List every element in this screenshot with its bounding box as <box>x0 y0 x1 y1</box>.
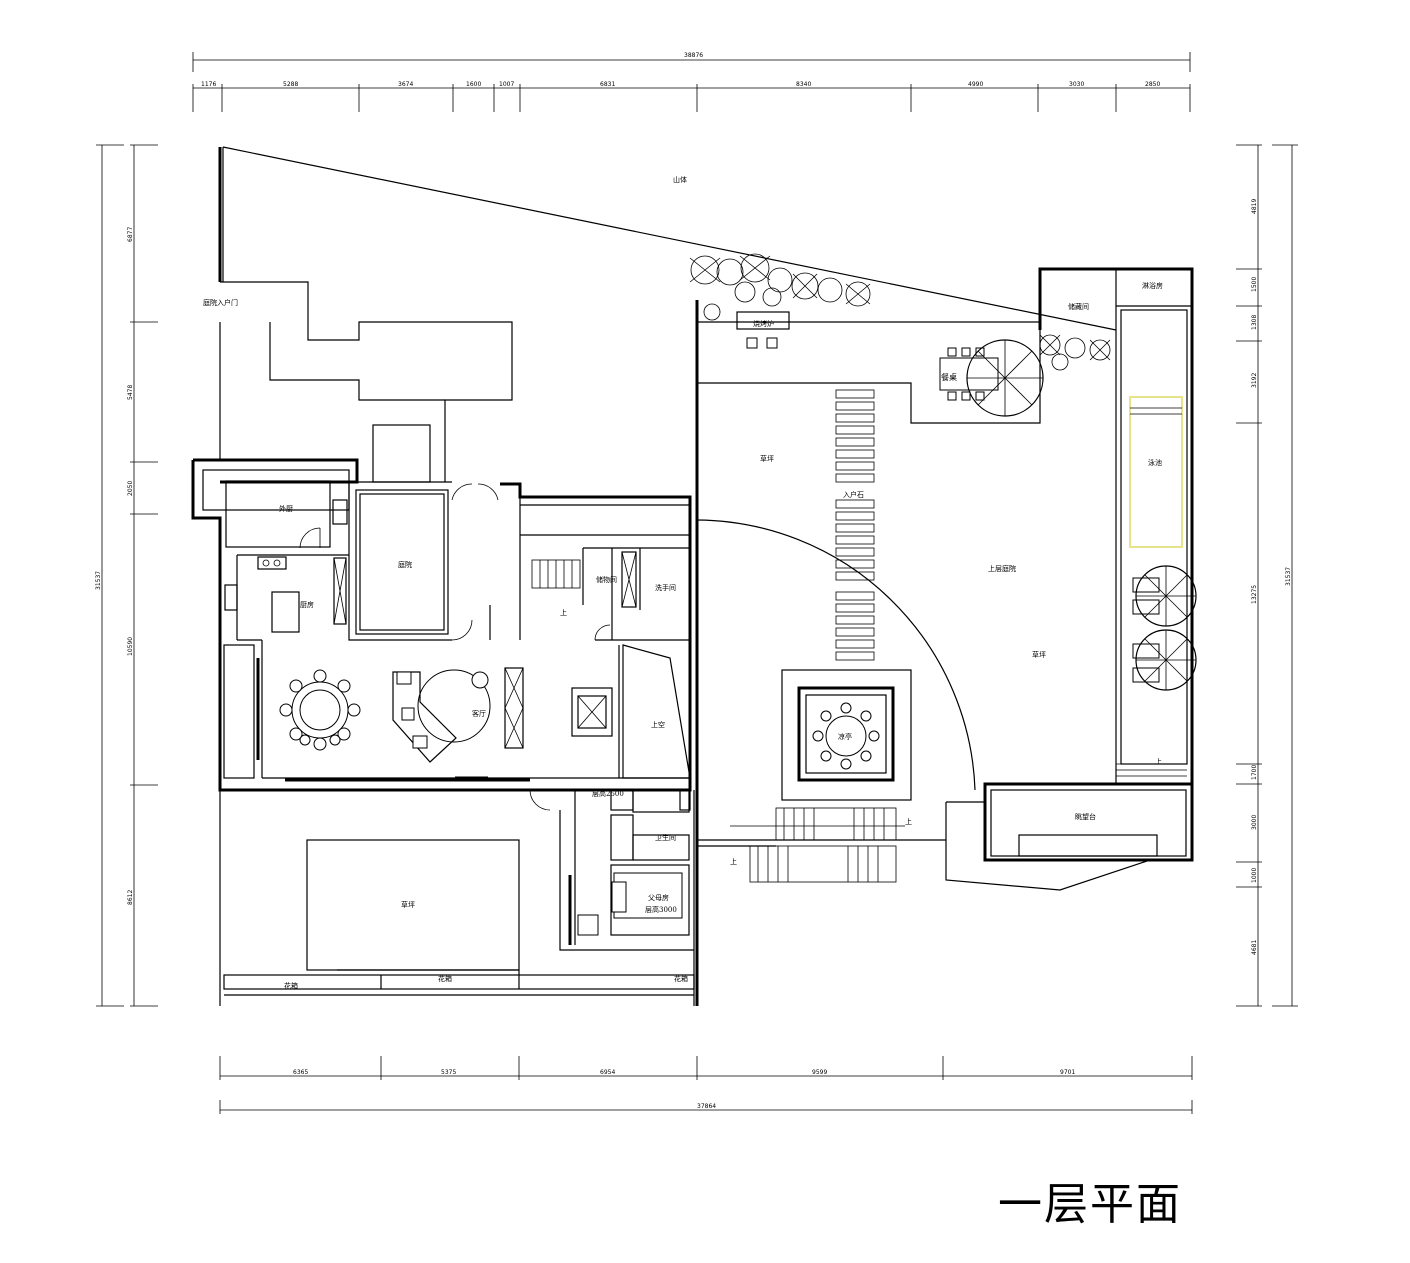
outdoor-dining-set <box>939 339 1044 417</box>
label-bbq: 烧烤炉 <box>753 319 774 328</box>
dimension-top: 38876 1176 5288 3674 1600 1007 6831 8340… <box>192 52 1191 112</box>
label-living-room: 客厅 <box>472 709 486 718</box>
dim-top-9: 2850 <box>1145 81 1160 88</box>
dim-right-1: 1500 <box>1251 277 1258 292</box>
tree-cluster <box>689 253 1111 371</box>
label-lawn-lower: 草坪 <box>401 900 415 909</box>
label-pool: 泳池 <box>1148 458 1162 467</box>
label-lawn-upper-left: 草坪 <box>760 454 774 463</box>
dim-top-4: 1007 <box>499 81 514 88</box>
dimension-right: 31537 4819 1500 1308 3192 13275 1700 300… <box>1236 144 1298 1007</box>
dim-right-total: 31537 <box>1285 567 1292 586</box>
dim-top-1: 5288 <box>283 81 298 88</box>
dimension-left: 31537 6877 5478 2050 10590 8612 <box>95 144 158 1007</box>
label-storage-top: 储藏间 <box>1068 302 1089 311</box>
label-planter-3: 花箱 <box>674 974 688 983</box>
dining-round-table <box>279 669 361 751</box>
label-washroom: 洗手间 <box>655 583 676 592</box>
pool-umbrellas <box>1132 565 1197 691</box>
dim-right-3: 3192 <box>1251 373 1258 388</box>
dim-left-2: 2050 <box>127 481 134 496</box>
upper-courtyard-walls <box>695 267 1194 1006</box>
label-height-note-1: 层高2500 <box>592 789 624 798</box>
dim-bottom-1: 5375 <box>441 1069 456 1076</box>
label-up-stair-2: 上 <box>1155 757 1162 766</box>
dim-right-6: 3000 <box>1251 815 1258 830</box>
dim-top-7: 4990 <box>968 81 983 88</box>
label-bathroom: 卫生间 <box>655 833 676 842</box>
dim-left-3: 10590 <box>127 637 134 656</box>
label-up-stair-1: 上 <box>560 608 567 617</box>
dim-bottom-2: 6954 <box>600 1069 615 1076</box>
label-lawn-upper-right: 草坪 <box>1032 650 1046 659</box>
label-void: 上空 <box>651 720 665 729</box>
label-outer-kitchen: 外厨 <box>279 504 293 513</box>
dim-right-7: 1000 <box>1251 868 1258 883</box>
dim-top-total: 38876 <box>684 52 703 59</box>
dim-left-total: 31537 <box>95 571 102 590</box>
label-courtyard: 庭院 <box>398 560 412 569</box>
dim-top-0: 1176 <box>201 81 216 88</box>
living-room-sofa <box>392 667 524 780</box>
dim-top-5: 6831 <box>600 81 615 88</box>
dimension-bottom: 6365 5375 6954 9599 9701 37864 <box>219 1056 1193 1114</box>
label-mountain: 山体 <box>673 175 687 184</box>
dim-right-5: 1700 <box>1251 765 1258 780</box>
stepping-stones <box>835 389 875 661</box>
dim-bottom-4: 9701 <box>1060 1069 1075 1076</box>
plan-title: 一层平面 <box>998 1179 1182 1230</box>
label-planter-2: 花箱 <box>438 974 452 983</box>
label-upper-courtyard: 上层庭院 <box>988 564 1016 573</box>
mountain-boundary <box>218 146 1117 331</box>
dim-top-2: 3674 <box>398 81 413 88</box>
pavilion <box>781 669 912 801</box>
label-pavilion: 凉亭 <box>838 732 852 741</box>
label-kitchen: 厨房 <box>300 600 314 609</box>
dim-bottom-total: 37864 <box>697 1103 716 1110</box>
lower-left-walls <box>219 789 695 1006</box>
dim-right-8: 4681 <box>1251 940 1258 955</box>
label-up-stair-3: 上 <box>905 817 912 826</box>
dim-top-3: 1600 <box>466 81 481 88</box>
label-up-stair-4: 上 <box>730 857 737 866</box>
label-parents-height: 层高3000 <box>645 905 677 914</box>
dim-left-1: 5478 <box>127 385 134 400</box>
label-shower: 淋浴房 <box>1142 281 1163 290</box>
label-storage: 储物间 <box>596 575 617 584</box>
dim-top-8: 3030 <box>1069 81 1084 88</box>
dim-top-6: 8340 <box>796 81 811 88</box>
label-parents-room: 父母房 <box>648 893 669 902</box>
label-yard-entrance: 庭院入户门 <box>203 298 238 307</box>
dim-left-0: 6877 <box>127 227 134 242</box>
label-stepping-stones: 入户石 <box>843 490 864 499</box>
dim-bottom-3: 9599 <box>812 1069 827 1076</box>
label-dining-table: 餐桌 <box>941 372 957 382</box>
dim-right-2: 1308 <box>1251 315 1258 330</box>
label-observation-deck: 眺望台 <box>1075 812 1096 821</box>
dim-right-0: 4819 <box>1251 199 1258 214</box>
outdoor-stairs <box>730 807 905 883</box>
dim-bottom-0: 6365 <box>293 1069 308 1076</box>
left-building-walls <box>191 281 692 811</box>
dim-left-4: 8612 <box>127 890 134 905</box>
dim-right-4: 13275 <box>1251 585 1258 604</box>
label-planter-1: 花箱 <box>284 981 298 990</box>
